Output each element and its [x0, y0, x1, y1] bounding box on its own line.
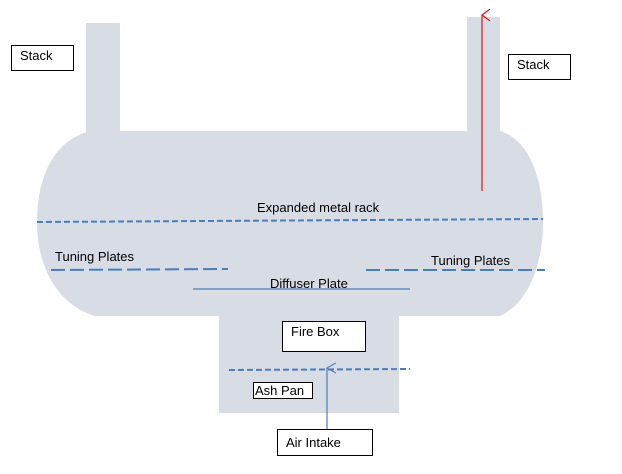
right-stack [467, 17, 500, 135]
diffuser-plate-label: Diffuser Plate [270, 276, 348, 291]
left-stack [86, 23, 120, 135]
expanded-metal-rack-line [36, 218, 544, 223]
air-intake-label: Air Intake [277, 429, 373, 456]
tuning-plates-left-label: Tuning Plates [55, 249, 135, 264]
stack-right-label: Stack [508, 54, 571, 80]
ash-pan-label: Ash Pan [253, 382, 313, 399]
stack-left-label: Stack [11, 45, 74, 71]
tuning-plates-left-line [50, 268, 229, 271]
ash-pan-grate-line [228, 368, 411, 371]
tuning-plates-right-label: Tuning Plates [431, 253, 511, 268]
expanded-metal-rack-label: Expanded metal rack [257, 200, 380, 215]
fire-box-label: Fire Box [282, 321, 366, 352]
